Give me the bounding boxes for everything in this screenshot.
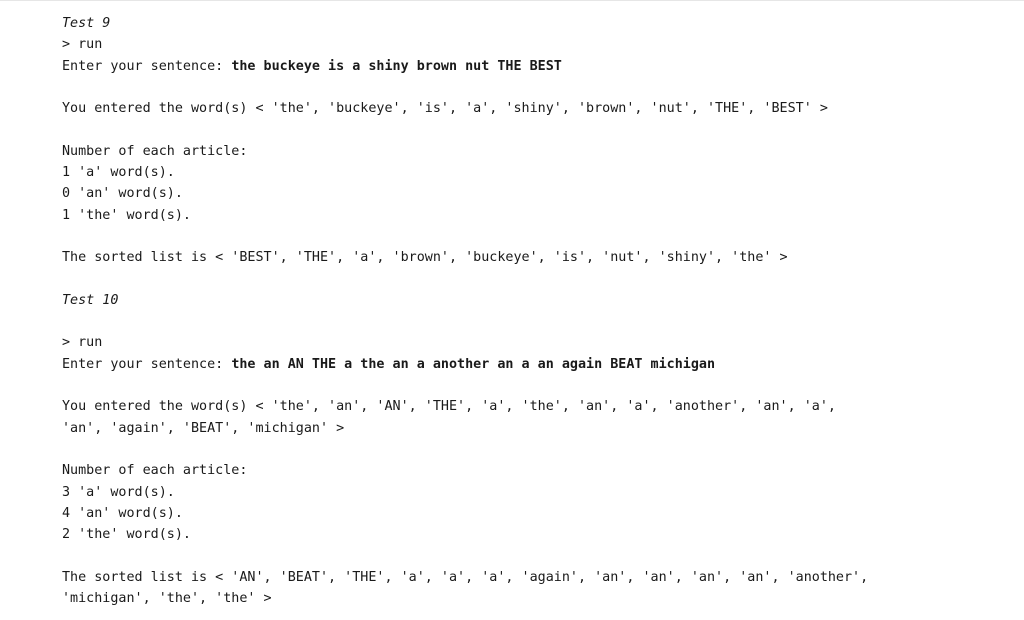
spacer (62, 226, 1012, 247)
spacer (62, 119, 1012, 140)
sorted-list-line-2: 'michigan', 'the', 'the' > (62, 591, 272, 607)
test-9-heading: Test 9 (62, 16, 111, 31)
count-a: 3 'a' word(s). (62, 484, 175, 500)
run-command: > run (62, 37, 103, 53)
spacer (62, 311, 1012, 332)
count-a: 1 'a' word(s). (62, 165, 175, 181)
spacer (62, 77, 1012, 98)
spacer (62, 269, 1012, 290)
sentence-prompt-line: Enter your sentence: the buckeye is a sh… (62, 56, 1012, 77)
article-counts-title: Number of each article: (62, 463, 248, 479)
test-10-heading: Test 10 (62, 292, 119, 308)
count-an: 4 'an' word(s). (62, 505, 183, 521)
spacer (62, 545, 1012, 566)
top-divider (0, 0, 1024, 1)
entered-words-line-1: You entered the word(s) < 'the', 'an', '… (62, 399, 836, 415)
count-an: 0 'an' word(s). (62, 186, 183, 202)
spacer (62, 375, 1012, 396)
article-counts-title: Number of each article: (62, 143, 248, 159)
sentence-input: the an AN THE a the an a another an a an… (231, 356, 716, 372)
entered-words: You entered the word(s) < 'the', 'buckey… (62, 101, 828, 117)
sentence-prompt-line: Enter your sentence: the an AN THE a the… (62, 354, 1012, 375)
sorted-list: The sorted list is < 'BEST', 'THE', 'a',… (62, 250, 788, 266)
sorted-list-line-1: The sorted list is < 'AN', 'BEAT', 'THE'… (62, 569, 869, 585)
sentence-prompt: Enter your sentence: (62, 356, 232, 372)
entered-words-line-2: 'an', 'again', 'BEAT', 'michigan' > (62, 420, 345, 436)
sentence-input: the buckeye is a shiny brown nut THE BES… (231, 58, 562, 74)
count-the: 1 'the' word(s). (62, 207, 191, 223)
sentence-prompt: Enter your sentence: (62, 58, 232, 74)
console-output: Test 9 > run Enter your sentence: the bu… (62, 13, 1012, 609)
run-command: > run (62, 335, 103, 351)
spacer (62, 439, 1012, 460)
count-the: 2 'the' word(s). (62, 527, 191, 543)
